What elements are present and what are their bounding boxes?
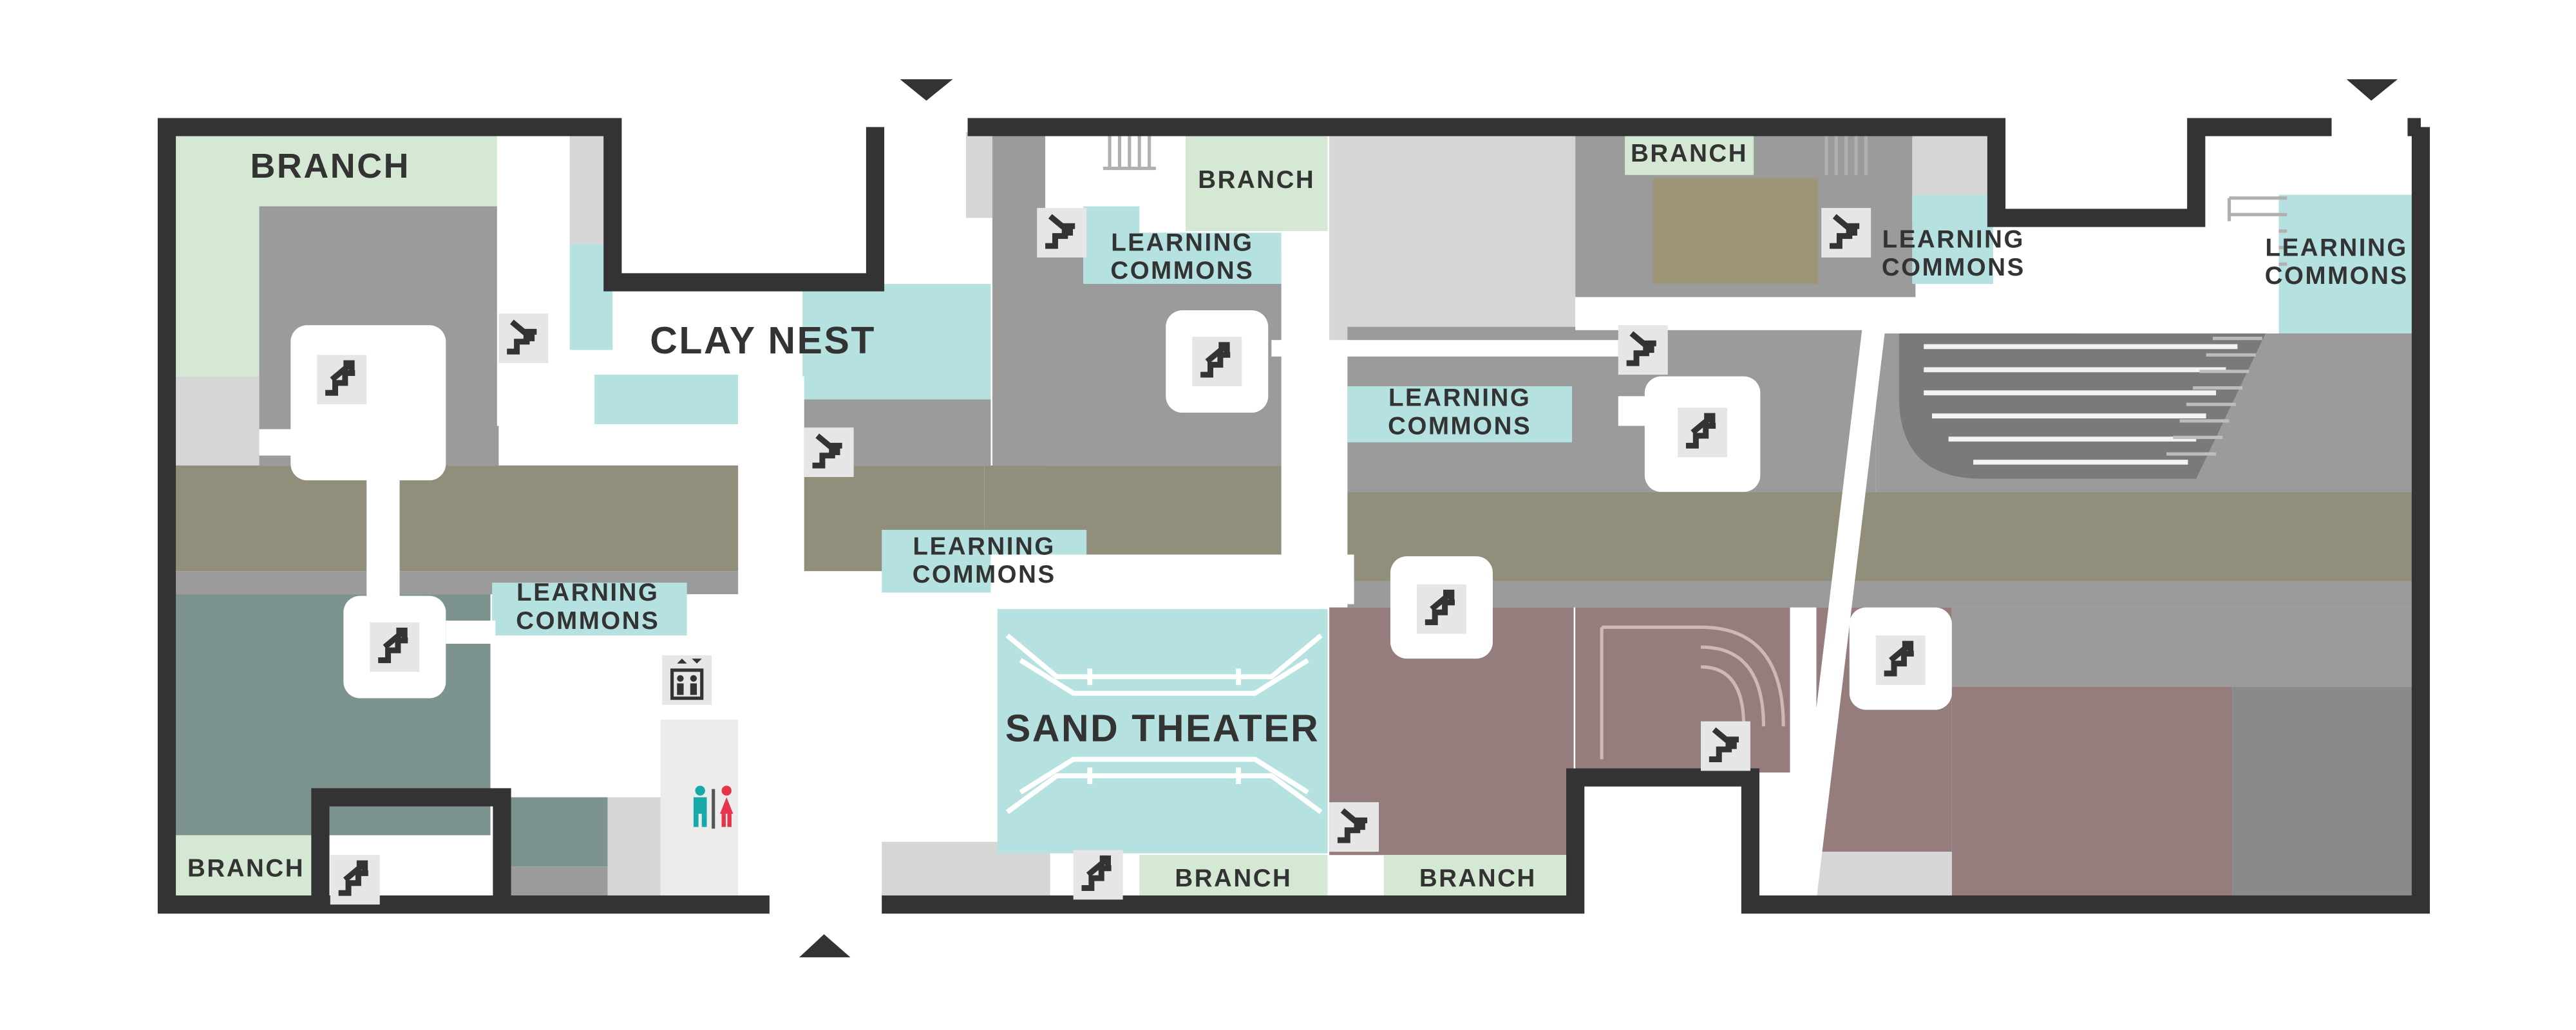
learning-commons-label-line2: COMMONS [1882, 254, 2025, 281]
branch-label: BRANCH [1419, 865, 1537, 892]
branch-bottom-left[interactable] [171, 835, 321, 901]
clay-nest-label: CLAY NEST [650, 320, 876, 362]
walls [157, 118, 2430, 914]
learning-commons-mid[interactable] [1347, 386, 1573, 443]
mauve-room-3 [1951, 686, 2233, 901]
stairs-up-icon[interactable] [1192, 337, 1242, 386]
branch-label: BRANCH [1631, 140, 1748, 167]
learning-commons-label-line2: COMMONS [1110, 257, 1254, 285]
mauve-room-2 [1575, 607, 1790, 772]
learning-commons-label-line2: COMMONS [913, 561, 1056, 588]
learning-commons-left[interactable] [492, 583, 687, 636]
branch-top-mid[interactable] [1186, 132, 1328, 231]
walkways [259, 132, 2279, 905]
branch-label: BRANCH [1198, 166, 1315, 194]
area-labels: BRANCH BRANCH BRANCH BRANCH BRANCH BRANC… [187, 140, 2409, 892]
entrance-arrow-icon[interactable] [799, 934, 851, 958]
sand-theater-label: SAND THEATER [1005, 707, 1320, 749]
stairs-up-icon[interactable] [1074, 850, 1123, 900]
stairs-up-icon[interactable] [1678, 407, 1727, 457]
elevator-icon[interactable] [662, 655, 712, 705]
learning-commons-label-line2: COMMONS [1388, 412, 1531, 440]
branch-label: BRANCH [251, 147, 411, 185]
learning-commons-top-right[interactable] [1912, 194, 1993, 285]
stairs-down-icon[interactable] [1821, 208, 1871, 258]
branch-label: BRANCH [187, 854, 305, 882]
stairs-up-icon[interactable] [370, 623, 419, 672]
right-building [492, 132, 2414, 901]
stair-node-1 [290, 325, 446, 481]
branch-top-left[interactable] [259, 132, 497, 207]
entrance-arrow-icon[interactable] [2346, 79, 2398, 101]
clay-nest-area[interactable] [802, 284, 991, 400]
branch-label: BRANCH [1175, 865, 1292, 892]
stairs-down-icon[interactable] [498, 314, 548, 363]
stairs-down-icon[interactable] [1037, 208, 1086, 258]
stairs-down-icon[interactable] [1618, 325, 1668, 375]
stairs-down-icon[interactable] [1701, 722, 1750, 771]
sand-theater-area[interactable] [997, 609, 1328, 854]
learning-commons-label-line1: LEARNING [1111, 229, 1253, 257]
learning-commons-label-line2: COMMONS [516, 607, 659, 635]
learning-commons-label-line2: COMMONS [2265, 262, 2409, 290]
learning-commons-label-line1: LEARNING [1882, 226, 2025, 254]
learning-commons-far-right[interactable] [2278, 194, 2414, 333]
stairs-down-icon[interactable] [804, 427, 854, 477]
corridor-right [1347, 492, 2414, 581]
stairs-down-icon[interactable] [1329, 802, 1379, 852]
learning-commons-label-line1: LEARNING [2266, 234, 2408, 261]
entrances [799, 79, 2398, 958]
stairs-up-icon[interactable] [330, 855, 380, 904]
learning-commons-small[interactable] [594, 375, 739, 424]
branch-top-right[interactable] [1625, 135, 1754, 175]
learning-commons-top-center[interactable] [1083, 232, 1282, 285]
entrance-arrow-icon[interactable] [900, 79, 953, 101]
restroom-icon[interactable] [693, 785, 734, 829]
stairs-up-icon[interactable] [317, 355, 366, 404]
branch-bottom-mid2[interactable] [1383, 855, 1569, 901]
learning-commons-label-line1: LEARNING [913, 532, 1056, 560]
branch-strip-left [171, 132, 260, 377]
stairs-up-icon[interactable] [1876, 635, 1926, 685]
learning-commons-label-line1: LEARNING [516, 579, 659, 606]
stairs-up-icon[interactable] [1417, 585, 1466, 634]
corridor-left [171, 465, 740, 572]
branch-bottom-mid1[interactable] [1139, 855, 1328, 901]
learning-commons-label-line1: LEARNING [1388, 384, 1531, 412]
